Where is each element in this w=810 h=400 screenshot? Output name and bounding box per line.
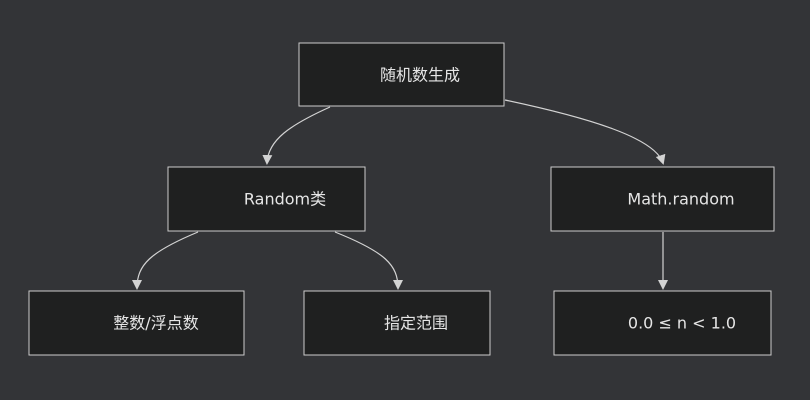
edge-random-class-to-range [334, 231, 403, 290]
node-root-label: 随机数生成 [380, 66, 460, 85]
node-random-class: Random类 [167, 166, 366, 232]
node-root: 随机数生成 [298, 42, 505, 107]
node-interval-label: 0.0 ≤ n < 1.0 [628, 314, 736, 333]
edge-root-to-random-class [262, 106, 331, 165]
node-random-class-label: Random类 [244, 190, 326, 209]
node-range-label: 指定范围 [384, 314, 448, 333]
node-math-random-label: Math.random [627, 190, 734, 209]
node-math-random: Math.random [550, 166, 775, 232]
edge-root-to-math-random [504, 99, 666, 165]
node-int-float: 整数/浮点数 [28, 290, 245, 356]
node-int-float-label: 整数/浮点数 [113, 314, 198, 333]
node-range: 指定范围 [303, 290, 491, 356]
node-interval: 0.0 ≤ n < 1.0 [553, 290, 772, 356]
edge-random-class-to-int-float [132, 231, 199, 290]
